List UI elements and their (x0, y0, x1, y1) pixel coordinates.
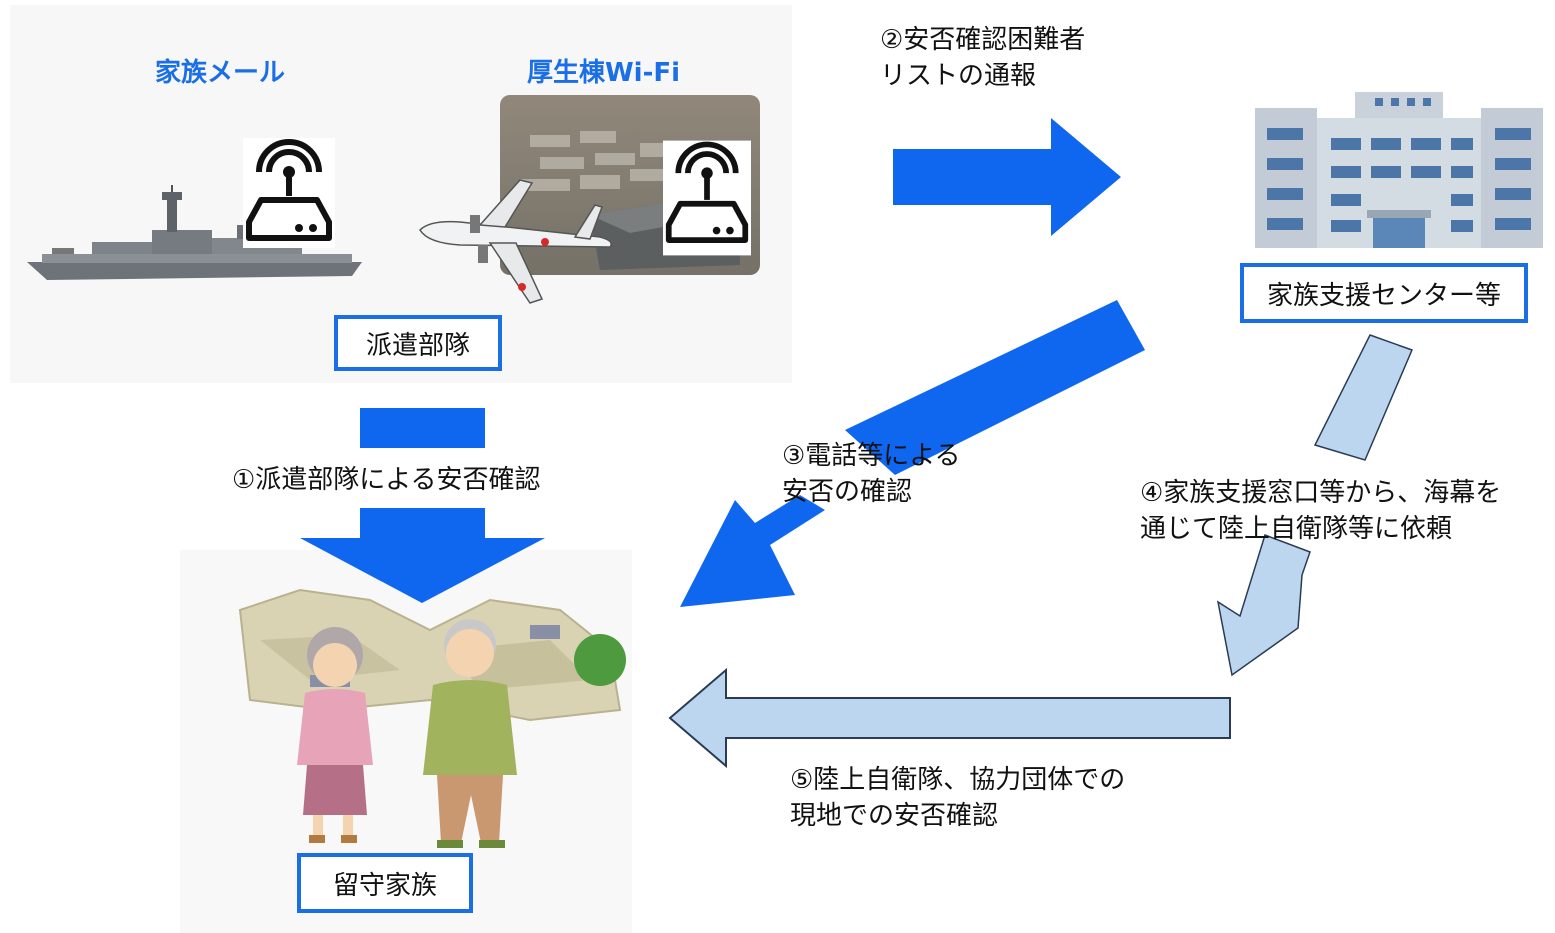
router-icon (243, 138, 335, 248)
wifi-label: 厚生棟Wi-Fi (527, 58, 681, 88)
family-box: 留守家族 (297, 853, 473, 913)
family-mail-label: 家族メール (155, 58, 286, 88)
dispatch-unit-box: 派遣部隊 (334, 315, 502, 371)
aircraft-icon (419, 179, 612, 304)
step5-caption: ⑤陸上自衛隊、協力団体での 現地での安否確認 (790, 765, 1126, 831)
step2-caption: ②安否確認困難者 リストの通報 (880, 25, 1086, 91)
arrow-step3 (680, 300, 1145, 607)
family-support-box: 家族支援センター等 (1240, 263, 1528, 323)
arrow-step2 (893, 118, 1121, 236)
router-icon (663, 140, 751, 256)
step3-caption: ③電話等による 安否の確認 (782, 441, 961, 507)
rubble-icon (238, 588, 626, 722)
arrow-step5 (668, 667, 1231, 769)
arrow-step1 (300, 408, 545, 603)
step4-caption: ④家族支援窓口等から、海幕を 通じて陸上自衛隊等に依頼 (1140, 478, 1502, 544)
arrow-step4 (1216, 334, 1414, 677)
step1-caption: ①派遣部隊による安否確認 (232, 465, 541, 495)
building-icon (1255, 92, 1543, 248)
elderly-couple-icon (297, 619, 517, 848)
